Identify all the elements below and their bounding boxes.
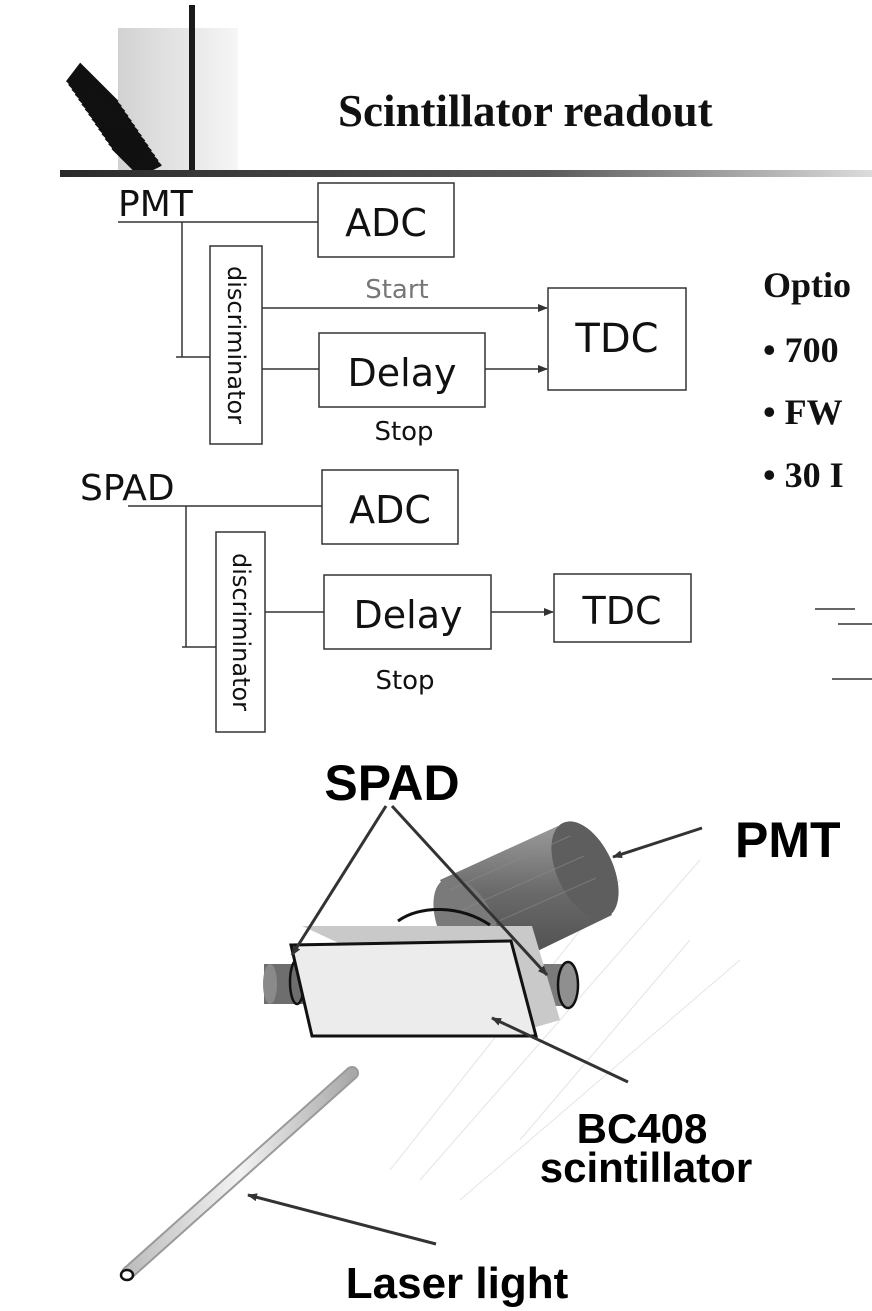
- logo-stripe: [55, 61, 166, 172]
- laser-pointer-arrow: [247, 1193, 437, 1246]
- logo-stripe: [61, 73, 175, 187]
- pmt-stop-label: Stop: [374, 417, 433, 447]
- pmt-readout-diagram: PMT ADC discriminator Start Delay Stop T…: [118, 182, 687, 447]
- spad-discriminator-box: [215, 531, 266, 733]
- pmt-setup-label: PMT: [735, 812, 841, 868]
- pmt-adc-label: ADC: [345, 201, 427, 245]
- bullet-2: • FW: [763, 392, 843, 432]
- start-label: Start: [365, 275, 429, 305]
- laser-light-label: Laser light: [346, 1259, 569, 1308]
- scintillator-pointer-arrow: [491, 1016, 629, 1084]
- pmt-delay-label: Delay: [348, 351, 457, 395]
- spad-tdc-box: [553, 573, 692, 643]
- spad-source-label: SPAD: [80, 468, 175, 509]
- spad-discriminator-label: discriminator: [227, 553, 255, 711]
- bc408-scintillator: [289, 939, 538, 1038]
- scintillator-label-line1: BC408: [577, 1105, 708, 1152]
- setup-illustration: SPAD PMT BC408 scintillator Laser light: [119, 755, 841, 1308]
- pmt-discriminator-label: discriminator: [222, 266, 250, 424]
- logo-stripe: [55, 63, 169, 177]
- spad-setup-label: SPAD: [324, 755, 459, 811]
- spad-pointer-arrows: [290, 804, 549, 977]
- laser-rod: [119, 1066, 359, 1282]
- header-horizontal-bar: [60, 170, 872, 177]
- pmt-delay-box: [318, 332, 486, 408]
- slide-title: Scintillator readout: [338, 86, 713, 136]
- bullet-3: • 30 I: [763, 455, 844, 495]
- logo-stripe: [58, 68, 174, 185]
- spad-delay-box: [323, 574, 492, 650]
- logo-stripe: [54, 57, 159, 162]
- pmt-tdc-label: TDC: [574, 316, 658, 362]
- scintillator-label-line2: scintillator: [540, 1144, 752, 1191]
- pmt-tdc-box: [547, 287, 687, 391]
- pmt-source-label: PMT: [118, 184, 194, 225]
- pmt-discriminator-box: [209, 245, 263, 445]
- pmt-adc-box: [317, 182, 455, 258]
- options-text: Optio • 700 • FW • 30 I: [763, 265, 872, 680]
- pmt-pointer-arrow: [612, 826, 703, 859]
- header-vertical-bar: [189, 5, 195, 173]
- spad-adc-label: ADC: [349, 488, 431, 532]
- spad-readout-diagram: SPAD ADC discriminator Delay Stop TDC: [80, 468, 692, 733]
- spad-tdc-label: TDC: [581, 589, 661, 633]
- spad-stop-label: Stop: [375, 666, 434, 696]
- options-heading: Optio: [763, 265, 851, 305]
- bullet-1: • 700: [763, 330, 839, 370]
- logo-stripe: [56, 65, 172, 182]
- logo-stripe: [55, 59, 162, 167]
- spad-delay-label: Delay: [354, 593, 463, 637]
- spad-adc-box: [321, 469, 459, 545]
